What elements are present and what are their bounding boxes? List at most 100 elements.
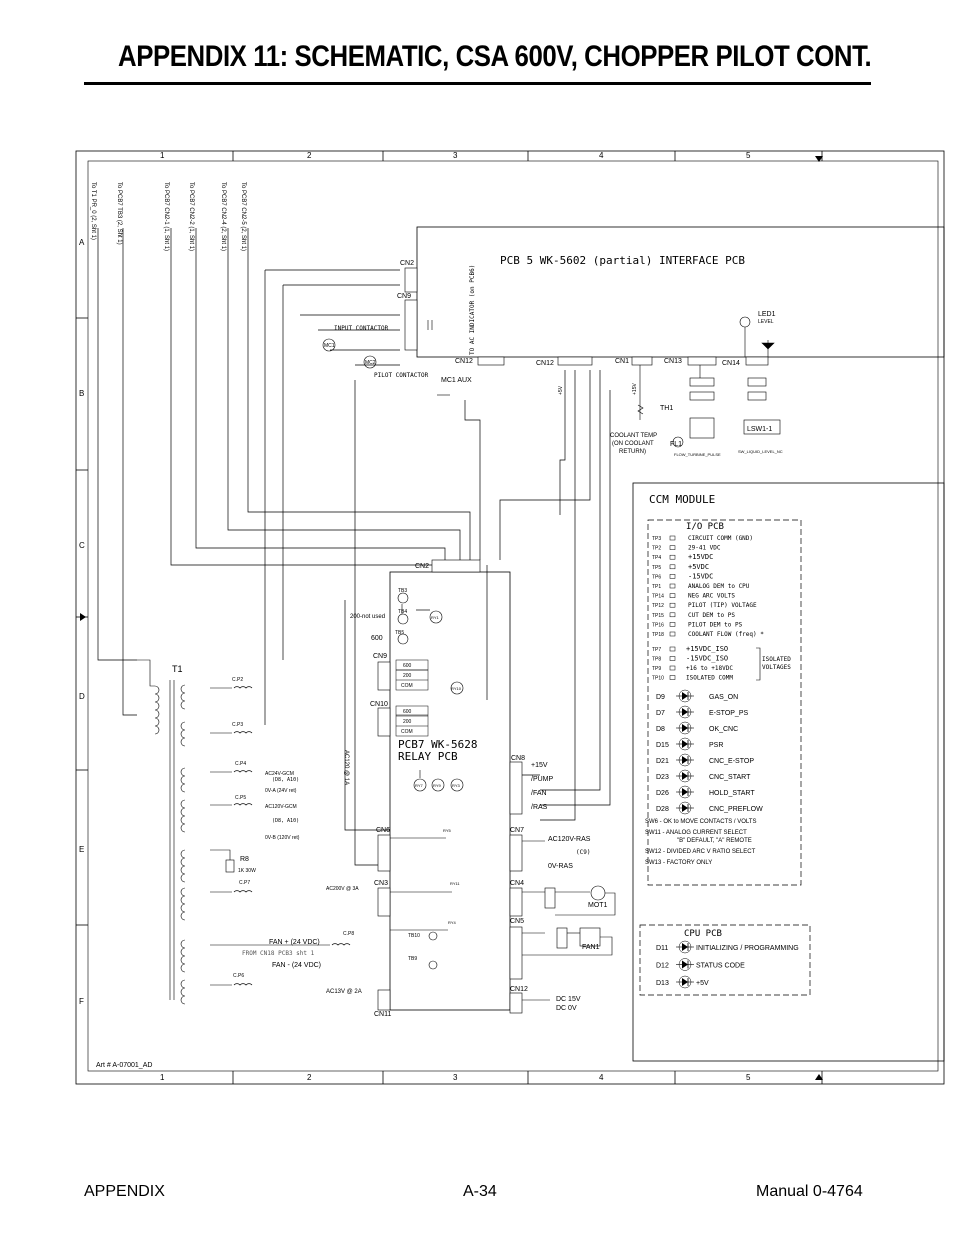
led-icon <box>676 958 694 971</box>
test-point-label: ANALOG DEM to CPU <box>688 583 750 590</box>
pcb7-cn10-connector <box>377 707 391 737</box>
led-icon <box>676 689 694 703</box>
pcb5-cn9-connector <box>404 299 418 351</box>
test-point-ref: TP5 <box>652 565 661 571</box>
iso-test-point-pad <box>669 675 676 680</box>
pcb5-cn14-connector <box>745 356 769 366</box>
cp4-label: C.P4 <box>235 761 246 767</box>
iso-test-point-label: -15VDC_ISO <box>686 655 728 663</box>
tb9-terminal <box>428 960 438 970</box>
tb4-terminal <box>397 613 409 625</box>
iso-test-point-label: +16 to +18VDC <box>686 665 733 672</box>
iso-test-point-pad <box>669 665 676 671</box>
tb3-label: TB3 <box>398 588 407 594</box>
page-title: APPENDIX 11: SCHEMATIC, CSA 600V, CHOPPE… <box>118 40 872 73</box>
switch-note-sw6: SW6 - OK to MOVE CONTACTS / VOLTS <box>645 819 756 825</box>
switch-note-sw12: SW12 - DIVIDED ARC V RATIO SELECT <box>645 849 756 855</box>
cp8-label: C.P8 <box>343 931 354 937</box>
test-point-pad <box>669 631 676 637</box>
offpage-ref-3: To PCB7 CN2-1 (1, Sht 1) <box>163 182 169 251</box>
ac120-gcm-label: AC120V-GCM <box>265 804 297 810</box>
grid-col-2-bottom: 2 <box>307 1073 312 1082</box>
status-led-ref: D15 <box>656 742 669 749</box>
ry10-label: RY10 <box>451 686 462 691</box>
mot1-label: MOT1 <box>588 902 608 909</box>
cpu-led-ref: D12 <box>656 963 669 970</box>
pcb5-cn12b-label: CN12 <box>536 360 554 367</box>
zero-vb-label: 0V-B (120V ret) <box>265 835 300 841</box>
test-point-label: COOLANT FLOW (freq) * <box>688 631 764 638</box>
switch-note-sw11-sub: "B" DEFAULT, "A" REMOTE <box>677 838 752 844</box>
pcb5-cn13-connector <box>687 356 717 366</box>
led-icon <box>676 705 694 719</box>
test-point-ref: TP14 <box>652 594 664 600</box>
test-point-label: 29-41 VDC <box>688 545 721 552</box>
tb3-terminal <box>397 592 409 604</box>
led-icon <box>676 721 694 735</box>
ac24-sub-label: (D8, A10) <box>272 777 299 783</box>
to-ac-indicator-label: TO AC INDICATOR (on PCB6) <box>469 265 476 355</box>
pcb7-title-line1: PCB7 WK-5628 <box>398 738 477 751</box>
test-point-pad <box>669 583 676 589</box>
cpu-led-ref: D11 <box>656 945 668 952</box>
grid-arrow-left <box>80 613 86 621</box>
sw-liquid-label: SW_LIQUID_LEVEL_NC <box>738 449 783 454</box>
ry11-label: RY11 <box>450 881 460 886</box>
cp2-label: C.P2 <box>232 677 243 683</box>
test-point-ref: TP12 <box>652 603 664 609</box>
pcb5-cn1-connector <box>631 356 653 366</box>
footer-left: APPENDIX <box>84 1183 165 1200</box>
test-point-pad <box>669 593 676 598</box>
pcb5-cn12b-connector <box>557 356 593 366</box>
iso-test-point-label: +15VDC_ISO <box>686 645 728 653</box>
flow-turbine-label: FLOW_TURBINE_PULSE <box>674 452 721 457</box>
grid-col-1: 1 <box>160 151 165 160</box>
coolant-temp-line1: COOLANT TEMP <box>610 433 657 439</box>
mc2-coil <box>363 355 377 369</box>
cp5-label: C.P5 <box>235 795 246 801</box>
pcb5-cn1-label: CN1 <box>615 358 629 365</box>
test-point-ref: TP15 <box>652 613 664 619</box>
pcb7-cn8-connector <box>509 761 523 815</box>
ac200-3a-label: AC200V @ 3A <box>326 886 359 892</box>
test-point-ref: TP2 <box>652 546 661 552</box>
test-point-ref: TP1 <box>652 584 661 590</box>
pcb5-title: PCB 5 WK-5602 (partial) INTERFACE PCB <box>500 254 745 267</box>
grid-col-2: 2 <box>307 151 312 160</box>
pcb7-cn7-connector <box>509 834 523 872</box>
pcb7-cn12-label: CN12 <box>510 986 528 993</box>
iso-test-point-ref: TP9 <box>652 666 661 672</box>
pcb7-cn6-label: CN6 <box>376 827 390 834</box>
mc1-aux-label: MC1 AUX <box>441 377 472 384</box>
cp6-label: C.P6 <box>233 973 244 979</box>
pcb7-cn3-label: CN3 <box>374 880 388 887</box>
test-point-pad <box>669 564 676 570</box>
zero-va-label: 0V-A (24V ret) <box>265 788 297 794</box>
test-point-pad <box>669 545 676 550</box>
input-contactor-label: INPUT CONTACTOR <box>334 325 389 332</box>
test-point-ref: TP3 <box>652 536 661 542</box>
cpu-led-ref: D13 <box>656 980 669 987</box>
test-point-pad <box>669 612 676 618</box>
test-point-pad <box>669 535 676 541</box>
cp7-label: C.P7 <box>239 880 250 886</box>
status-led-ref: D26 <box>656 790 669 797</box>
led-icon <box>676 801 694 815</box>
pcb5-cn13-label: CN13 <box>664 358 682 365</box>
pcb7-cn11-connector <box>377 989 391 1011</box>
coolant-temp-line2: (ON COOLANT <box>612 441 654 447</box>
not-used-label: 200-not used <box>350 614 385 620</box>
coolant-temp-line3: RETURN) <box>619 449 646 455</box>
pcb7-cn9-label: CN9 <box>373 653 387 660</box>
cn9-tap-600: 600 <box>403 663 412 669</box>
pcb5-plus15v-label: +15V <box>632 383 638 395</box>
iso-test-point-ref: TP10 <box>652 676 664 682</box>
status-led-label: E-STOP_PS <box>709 710 748 717</box>
title-rule <box>84 82 871 85</box>
pcb7-cn12-connector <box>509 992 523 1014</box>
test-point-ref: TP6 <box>652 574 661 580</box>
grid-arrow-top <box>815 156 823 162</box>
pcb7-cn6-connector <box>377 834 391 872</box>
